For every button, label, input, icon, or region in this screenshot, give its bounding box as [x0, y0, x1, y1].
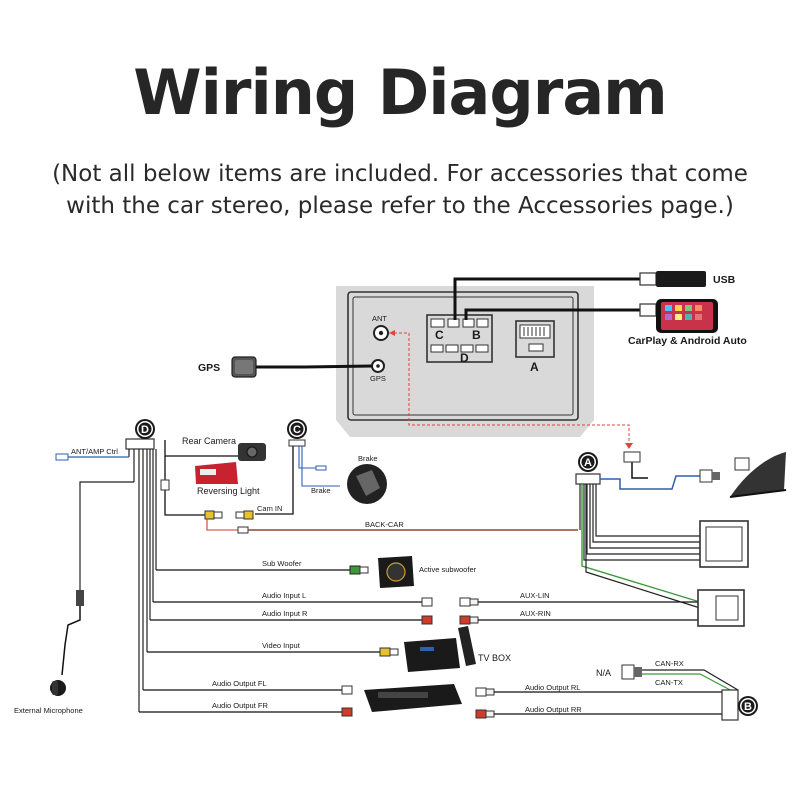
stereo-panel: ANT GPS C B D: [336, 286, 594, 437]
port-d-label: D: [460, 351, 469, 365]
smartphone-icon: [656, 299, 718, 333]
active-subwoofer-label: Active subwoofer: [419, 565, 477, 574]
usb-label: USB: [713, 274, 736, 286]
page-title: Wiring Diagram: [133, 56, 668, 129]
ant-label: ANT: [372, 314, 387, 323]
can-bus: N/A CAN-RX CAN-TX: [596, 659, 739, 721]
back-car-wire: BACK-CAR: [206, 519, 578, 534]
sub-woofer-wire: Sub Woofer: [156, 559, 369, 575]
carplay-cable: CarPlay & Android Auto: [464, 299, 747, 347]
page-subtitle: (Not all below items are included. For a…: [20, 158, 780, 222]
port-c-label: C: [435, 328, 444, 342]
harness-d: ANT/AMP Ctrl: [55, 438, 157, 712]
port-a-connector: A: [515, 320, 555, 374]
reversing-light: Reversing Light: [160, 456, 260, 516]
cam-in-label: Cam IN: [257, 504, 282, 513]
aux-lin-label: AUX-LIN: [520, 591, 550, 600]
cbd-connector-block: C B D: [426, 314, 493, 365]
reversing-light-label: Reversing Light: [197, 486, 260, 496]
connector-b-letter: B: [744, 701, 752, 713]
external-microphone: External Microphone: [14, 590, 84, 715]
brake-device-label: Brake: [358, 454, 378, 463]
connector-a-badge: A: [578, 452, 598, 472]
brake-pedal: Brake: [347, 454, 387, 504]
gps-antenna: GPS: [198, 356, 373, 378]
audio-input-r-label: Audio Input R: [262, 609, 308, 618]
subtitle-line-2: with the car stereo, please refer to the…: [66, 193, 734, 219]
video-input-wire: Video Input: [147, 641, 399, 657]
active-subwoofer: Active subwoofer: [378, 556, 477, 588]
sub-woofer-label: Sub Woofer: [262, 559, 302, 568]
audio-output-fl-label: Audio Output FL: [212, 679, 267, 688]
gps-port-label: GPS: [370, 374, 386, 383]
audio-input-l-label: Audio Input L: [262, 591, 306, 600]
brake-wire-label: Brake: [311, 486, 331, 495]
audio-output-fr-label: Audio Output FR: [212, 701, 268, 710]
video-input-label: Video Input: [262, 641, 301, 650]
cam-in-wire: Cam IN: [204, 504, 282, 520]
rear-camera-label: Rear Camera: [182, 436, 236, 446]
harness-a: [575, 451, 787, 609]
can-rx-label: CAN-RX: [655, 659, 684, 668]
back-car-label: BACK-CAR: [365, 520, 404, 529]
iso-plug-aux: [697, 589, 745, 627]
harness-c: Brake: [255, 439, 340, 515]
can-tx-label: CAN-TX: [655, 678, 683, 687]
connector-d-badge: D: [135, 419, 155, 439]
iso-plug-power: [699, 520, 749, 568]
audio-output-rr-label: Audio Output RR: [525, 705, 582, 714]
external-microphone-label: External Microphone: [14, 706, 83, 715]
port-a-label: A: [530, 360, 539, 374]
connector-c-badge: C: [287, 419, 307, 439]
connector-d-letter: D: [141, 424, 149, 436]
tv-box-label: TV BOX: [478, 653, 511, 663]
carplay-label: CarPlay & Android Auto: [628, 335, 747, 347]
gps-label: GPS: [198, 362, 220, 374]
connector-c-letter: C: [293, 424, 301, 436]
microphone-icon: [50, 680, 66, 696]
audio-output-wires: Audio Output FL Audio Output FR Audio Ou…: [139, 679, 722, 719]
audio-input-wires: Audio Input L Audio Input R AUX-LIN AUX-…: [150, 591, 698, 625]
tv-box: TV BOX: [404, 626, 511, 672]
antenna-dashed-path: [389, 332, 630, 445]
na-label: N/A: [596, 668, 611, 678]
amplifier: [364, 684, 462, 712]
subtitle-line-1: (Not all below items are included. For a…: [52, 161, 748, 187]
aux-rin-label: AUX-RIN: [520, 609, 551, 618]
ant-amp-ctrl-label: ANT/AMP Ctrl: [71, 447, 118, 456]
connector-b-badge: B: [738, 696, 758, 716]
connector-a-letter: A: [584, 457, 592, 469]
port-b-label: B: [472, 328, 481, 342]
rear-camera: Rear Camera: [164, 436, 266, 461]
usb-cable: USB: [453, 271, 736, 320]
audio-output-rl-label: Audio Output RL: [525, 683, 580, 692]
